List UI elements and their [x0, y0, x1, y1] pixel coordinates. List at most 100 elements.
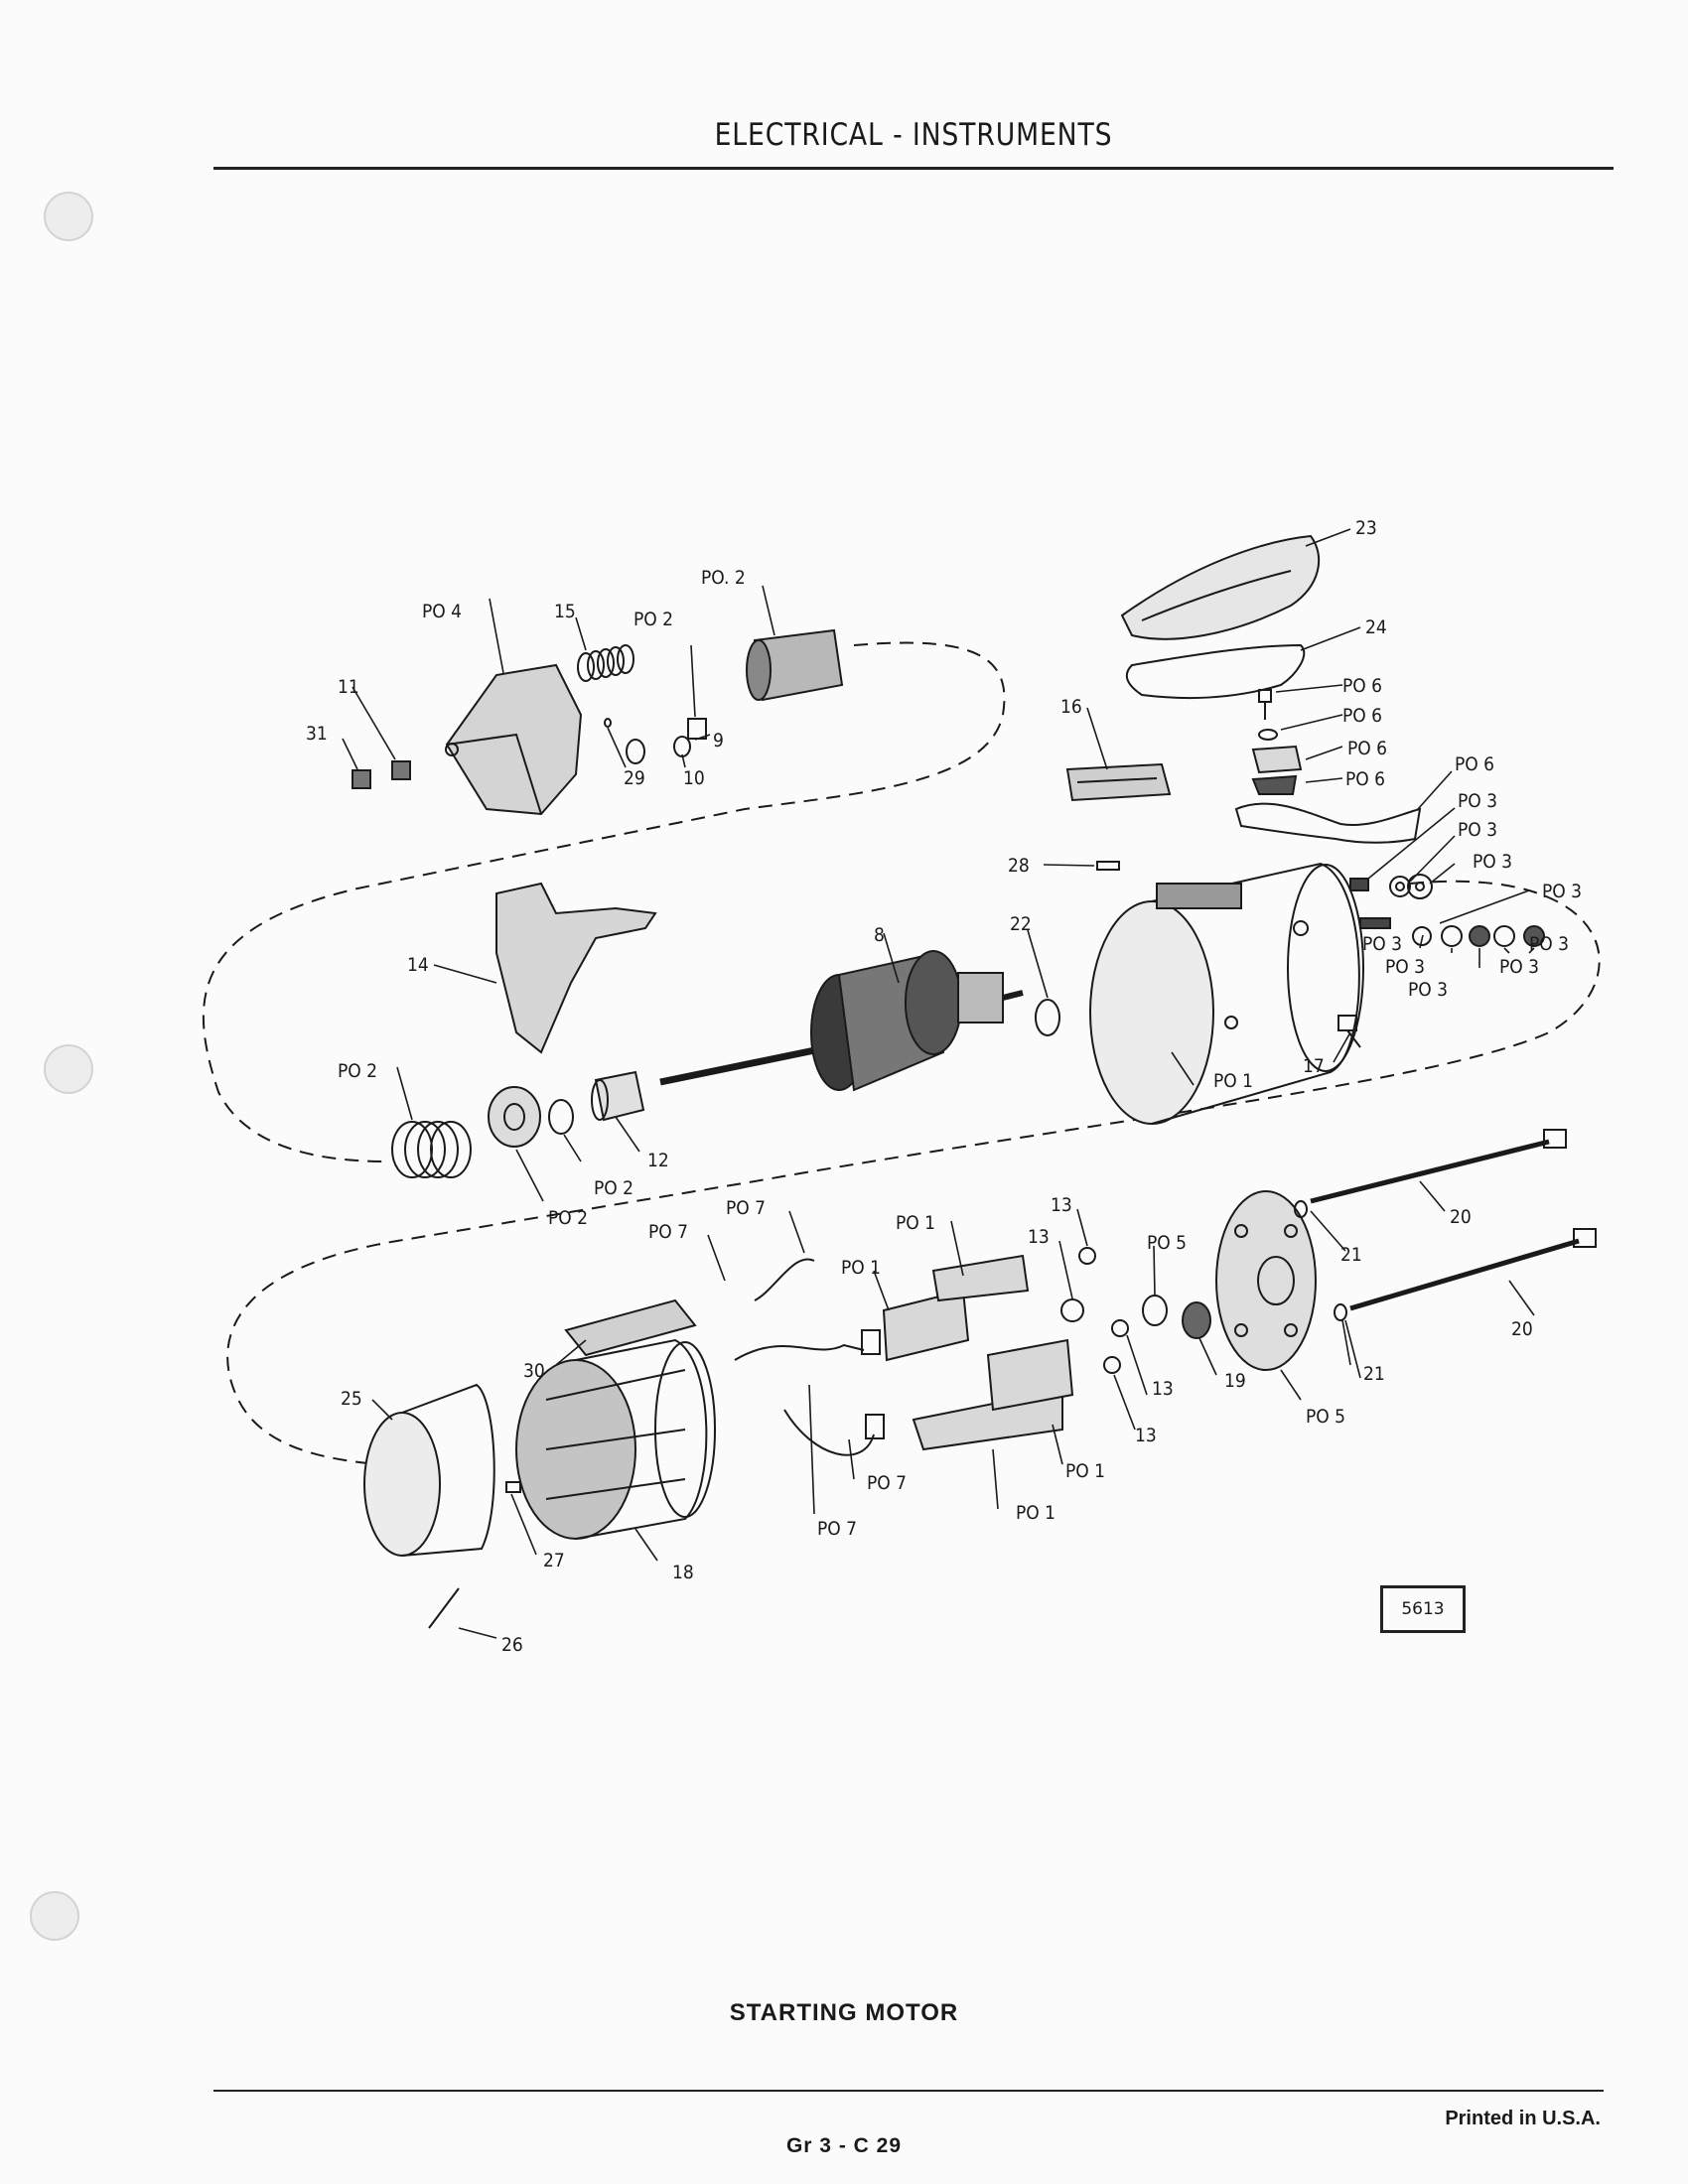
callout-24: 24 [1365, 616, 1387, 638]
callout-po3: PO 3 [1458, 790, 1497, 812]
callout-po3: PO 3 [1499, 956, 1539, 978]
callout-po7: PO 7 [726, 1197, 766, 1219]
drive-end-housing-part [445, 663, 583, 816]
footer-rule [213, 2090, 1604, 2092]
shift-lever-part [495, 882, 657, 1054]
header-rule [213, 167, 1614, 170]
page-header-title: ELECTRICAL - INSTRUMENTS [714, 117, 1113, 153]
callout-po5: PO 5 [1306, 1406, 1345, 1428]
callout-po3: PO 3 [1458, 819, 1497, 841]
callout-po4: PO 4 [422, 601, 462, 622]
callout-po3: PO 3 [1542, 881, 1582, 902]
callout-12: 12 [647, 1150, 669, 1171]
callout-28: 28 [1008, 855, 1030, 877]
field-coils-part [515, 1338, 716, 1540]
field-lead-part [754, 1258, 815, 1301]
callout-po1: PO 1 [896, 1212, 935, 1234]
field-lead-part [783, 1409, 875, 1456]
lock-ring-part [604, 718, 612, 728]
callout-po7: PO 7 [817, 1518, 857, 1540]
callout-po3: PO 3 [1473, 851, 1512, 873]
callout-30: 30 [523, 1360, 545, 1382]
binder-hole-top [44, 192, 93, 241]
callout-13: 13 [1028, 1226, 1050, 1248]
assembly-path-middle [226, 880, 1601, 1465]
diagram-caption: STARTING MOTOR [729, 1999, 959, 2026]
callout-16: 16 [1060, 696, 1082, 718]
callout-po6: PO 6 [1347, 738, 1387, 759]
bushing-part [591, 1070, 645, 1122]
leader-lines [342, 528, 1535, 1639]
through-bolt-part [1310, 1129, 1597, 1311]
callout-po6: PO 6 [1342, 675, 1382, 697]
callout-po3: PO 3 [1408, 979, 1448, 1001]
commutator-end-plate-part [1215, 1190, 1317, 1371]
callout-21: 21 [1363, 1363, 1385, 1385]
callout-po2: PO 2 [633, 609, 673, 630]
stop-ring-part [626, 739, 645, 764]
callout-27: 27 [543, 1550, 565, 1571]
callout-20: 20 [1450, 1206, 1472, 1228]
thrust-washer-part [1035, 999, 1060, 1036]
plunger-plate-part [488, 1086, 541, 1148]
cover-band-part [363, 1383, 495, 1557]
callout-po6: PO 6 [1342, 705, 1382, 727]
callout-po7: PO 7 [867, 1472, 907, 1494]
callout-29: 29 [624, 767, 645, 789]
callout-13: 13 [1135, 1425, 1157, 1446]
binder-hole-middle [44, 1044, 93, 1094]
commutator-bushing-part [1182, 1301, 1211, 1339]
lock-washer-part [1294, 1200, 1308, 1218]
callout-po2: PO 2 [338, 1060, 377, 1082]
terminal-washer-stack-part [1349, 874, 1545, 947]
pole-shoe-part [882, 1254, 1074, 1451]
washer-part [1142, 1295, 1168, 1326]
callout-21: 21 [1340, 1244, 1362, 1266]
callout-po3: PO 3 [1385, 956, 1425, 978]
printed-note: Printed in U.S.A. [1445, 2108, 1601, 2129]
callout-po1: PO 1 [1016, 1502, 1055, 1524]
boot-cover-part [1120, 534, 1321, 640]
terminal-hardware-part [1234, 689, 1422, 844]
washer-part [673, 736, 691, 757]
callout-11: 11 [338, 676, 359, 698]
callout-po1: PO 1 [1065, 1460, 1105, 1482]
figure-number: 5613 [1401, 1599, 1445, 1619]
callout-po2: PO. 2 [701, 567, 746, 589]
callout-13: 13 [1051, 1194, 1072, 1216]
callout-po7: PO 7 [648, 1221, 688, 1243]
callout-19: 19 [1224, 1370, 1246, 1392]
gasket-part [1125, 643, 1306, 699]
callout-po2: PO 2 [594, 1177, 633, 1199]
callout-8: 8 [874, 924, 885, 946]
lock-washer-part [1334, 1303, 1347, 1321]
lead-terminal-part [865, 1414, 885, 1439]
callout-po1: PO 1 [1213, 1070, 1253, 1092]
callout-po6: PO 6 [1455, 753, 1494, 775]
callout-po2: PO 2 [548, 1207, 588, 1229]
callout-labels: 23 24 PO. 2 PO 4 15 PO 2 11 31 29 10 9 P… [306, 517, 1582, 1656]
callout-13: 13 [1152, 1378, 1174, 1400]
snap-ring-part [548, 1099, 574, 1135]
callout-po6: PO 6 [1345, 768, 1385, 790]
callout-20: 20 [1511, 1318, 1533, 1340]
figure-number-box: 5613 [1380, 1585, 1466, 1633]
drive-spring-part [577, 644, 634, 682]
callout-po3: PO 3 [1362, 933, 1402, 955]
page-number: Gr 3 - C 29 [785, 2134, 903, 2157]
solenoid-cover-part [1065, 762, 1172, 802]
band-clip-part [505, 1481, 521, 1493]
drive-pinion-assembly-part [746, 628, 844, 702]
callout-14: 14 [407, 954, 429, 976]
callout-9: 9 [713, 730, 724, 751]
armature-part [659, 950, 1024, 1092]
callout-26: 26 [501, 1634, 523, 1656]
callout-17: 17 [1303, 1055, 1325, 1077]
callout-31: 31 [306, 723, 328, 745]
callout-22: 22 [1010, 913, 1032, 935]
band-screw-part [428, 1587, 460, 1629]
bushing-small-part [391, 760, 411, 780]
callout-18: 18 [672, 1562, 694, 1583]
brush-spring-part [1060, 1247, 1129, 1374]
